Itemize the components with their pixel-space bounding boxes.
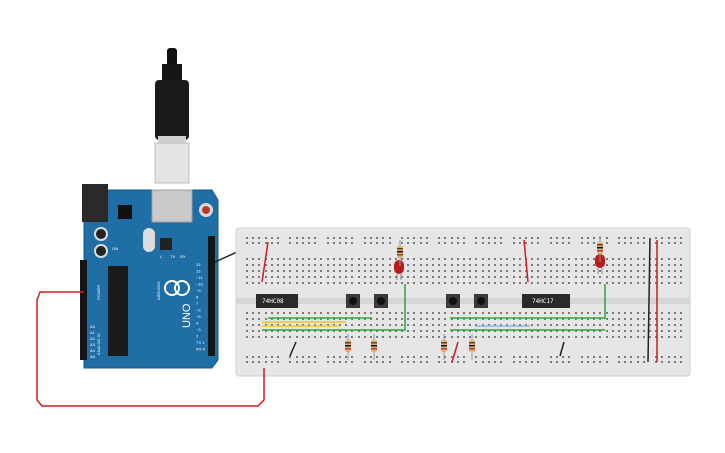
analog-pin-label: A0 [90,324,96,329]
analog-pin-label: A4 [90,348,96,353]
digital-pin-label: ~9 [196,288,201,293]
analog-pin-label: A2 [90,336,96,341]
breadboard-channel [236,298,690,304]
tx-label: TX [170,254,175,259]
breadboard-holes [246,237,682,363]
resistor[interactable] [597,236,603,262]
digital-pin-label: 4 [196,321,199,326]
power-jack [82,184,108,222]
analog-pin-label: A5 [90,354,96,359]
chip-74hc08[interactable]: 74HC08 [256,294,298,308]
usb-port [151,189,193,223]
push-button[interactable] [374,294,388,308]
arduino-uno-board[interactable]: ARDUINO UNO TX RX L ON POWER ANALOG IN 1… [80,184,219,369]
regulator [118,205,132,219]
digital-pin-label: 7 [196,301,199,306]
resistor[interactable] [397,240,403,266]
breadboard[interactable] [235,227,691,377]
power-label: POWER [96,285,101,300]
digital-pin-label: TX 1 [196,340,205,345]
digital-pin-label: ~3 [196,327,201,332]
push-button[interactable] [474,294,488,308]
usb-chip [160,238,172,250]
resistor[interactable] [469,334,475,360]
breadboard-wires[interactable] [261,237,658,363]
board-title: UNO [181,303,193,328]
digital-header[interactable] [208,236,215,356]
crystal [143,228,155,252]
digital-pin-label: ~11 [196,275,203,280]
digital-pin-label: 8 [196,295,199,300]
digital-pin-label: 13 [196,262,201,267]
push-button[interactable] [346,294,360,308]
resistor[interactable] [371,334,377,360]
atmega-chip [108,266,128,356]
wire-red-5v[interactable] [36,291,265,407]
digital-pin-labels: 13 12~11 ~10~9 87 ~6~5 4~3 2TX 1 RX 0 [196,262,206,352]
power-analog-header[interactable] [80,260,87,360]
digital-pin-label: RX 0 [196,347,206,352]
digital-pin-label: ~5 [196,314,201,319]
chip-label: 74HC08 [262,298,284,305]
analog-pin-label: A1 [90,330,96,335]
chip-label: 74HC17 [532,298,554,305]
on-label: ON [112,246,118,251]
rx-label: RX [180,254,186,259]
resistor[interactable] [441,334,447,360]
digital-pin-label: 2 [196,334,199,339]
board-brand: ARDUINO [156,282,161,300]
led-red[interactable] [394,260,404,280]
push-button[interactable] [446,294,460,308]
chip-74hc17[interactable]: 74HC17 [522,294,570,308]
l-label: L [160,254,163,259]
digital-pin-label: ~6 [196,308,201,313]
digital-pin-label: ~10 [196,282,204,287]
analog-label: ANALOG IN [96,333,101,355]
digital-pin-label: 12 [196,269,201,274]
analog-pin-label: A3 [90,342,96,347]
arduino-logo-icon [164,280,190,296]
resistor[interactable] [345,334,351,360]
usb-cable[interactable] [154,48,190,184]
